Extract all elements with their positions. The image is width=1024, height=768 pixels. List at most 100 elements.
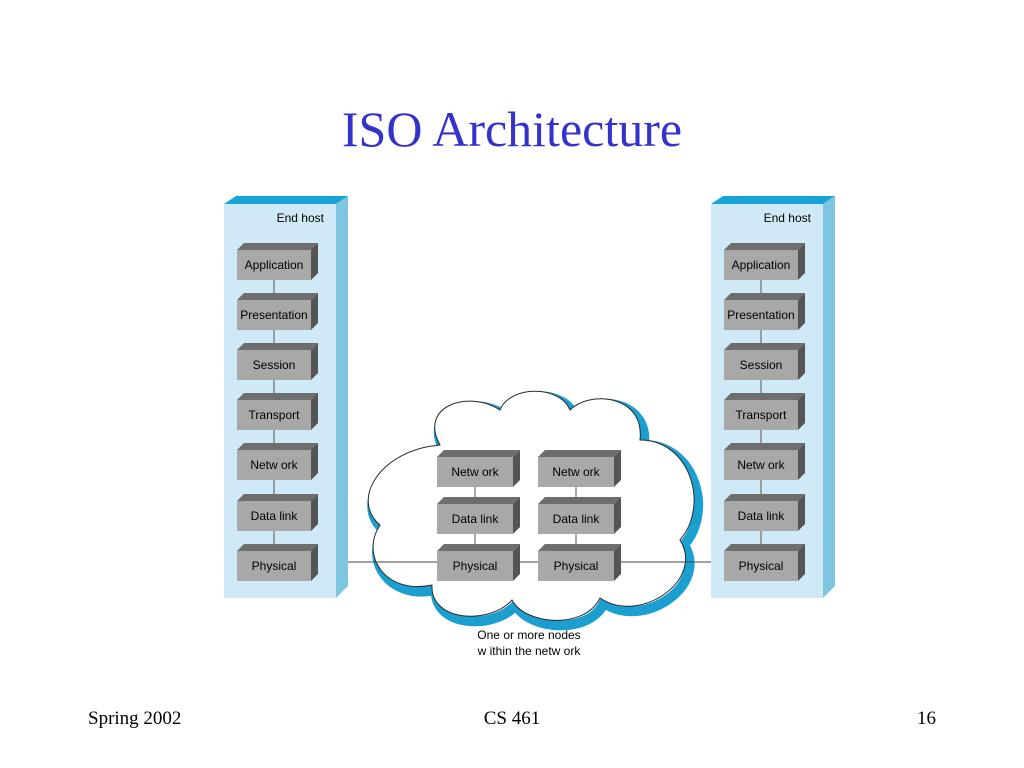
cloud-caption-line-2: w ithin the netw ork: [477, 644, 582, 658]
node-1-layer-data-link: Data link: [437, 497, 520, 534]
left-host-layer-physical: Physical: [237, 544, 318, 581]
slide-title: ISO Architecture: [341, 101, 683, 157]
node-2-layer-netw-ork-face: [538, 457, 614, 487]
right-host-layer-presentation-face: [724, 300, 798, 330]
left-host-layer-data-link-side: [311, 494, 318, 531]
node-1-layer-netw-ork: Netw ork: [437, 450, 520, 487]
right-host-layer-application-top: [724, 243, 805, 250]
right-host-layer-physical-top: [724, 544, 805, 551]
node-2-layer-physical-face: [538, 551, 614, 581]
right-host-layer-transport: Transport: [724, 393, 805, 430]
node-2-layer-netw-ork: Netw ork: [538, 450, 621, 487]
node-1-layer-physical-face: [437, 551, 513, 581]
node-1-layer-data-link-side: [513, 497, 520, 534]
right-host-layer-presentation-side: [798, 293, 805, 330]
left-host-layer-physical-face: [237, 551, 311, 581]
left-host-layer-netw-ork: Netw ork: [237, 443, 318, 480]
left-host-layer-transport-label: Transport: [249, 408, 301, 422]
node-2-layer-netw-ork-label: Netw ork: [552, 465, 600, 479]
right-host-layer-session-side: [798, 343, 805, 380]
left-host-layer-netw-ork-top: [237, 443, 318, 450]
right-host-layer-session-label: Session: [740, 358, 783, 372]
right-host-layer-session-face: [724, 350, 798, 380]
left-host-layer-session: Session: [237, 343, 318, 380]
left-host-layer-presentation-face: [237, 300, 311, 330]
node-1-layer-data-link-top: [437, 497, 520, 504]
left-host-layer-application-label: Application: [245, 258, 304, 272]
left-host-layer-presentation-side: [311, 293, 318, 330]
right-host-layer-physical: Physical: [724, 544, 805, 581]
right-host-layer-physical-face: [724, 551, 798, 581]
left-host-layer-presentation-label: Presentation: [240, 308, 307, 322]
left-host-layer-data-link-label: Data link: [251, 509, 299, 523]
node-1-layer-physical-top: [437, 544, 520, 551]
right-host-layer-presentation-label: Presentation: [727, 308, 794, 322]
right-host-layer-data-link-label: Data link: [738, 509, 786, 523]
right-host-layer-presentation-top: [724, 293, 805, 300]
left-host-layer-presentation-top: [237, 293, 318, 300]
left-host-layer-session-face: [237, 350, 311, 380]
node-1-layer-data-link-face: [437, 504, 513, 534]
right-host-layer-application-side: [798, 243, 805, 280]
right-host-layer-transport-top: [724, 393, 805, 400]
left-host-layer-session-label: Session: [253, 358, 296, 372]
left-host-layer-presentation: Presentation: [237, 293, 318, 330]
left-host-layer-application-face: [237, 250, 311, 280]
node-2-layer-data-link-side: [614, 497, 621, 534]
node-2-layer-data-link-top: [538, 497, 621, 504]
node-2-layer-data-link: Data link: [538, 497, 621, 534]
right-host-layer-application-label: Application: [732, 258, 791, 272]
right-host-layer-netw-ork-side: [798, 443, 805, 480]
right-host-layer-session: Session: [724, 343, 805, 380]
right-host-layer-netw-ork: Netw ork: [724, 443, 805, 480]
node-2-layer-physical-label: Physical: [554, 559, 599, 573]
footer-course: CS 461: [483, 708, 541, 729]
node-1-layer-physical-label: Physical: [453, 559, 498, 573]
left-host-layer-transport: Transport: [237, 393, 318, 430]
left-host-layer-session-side: [311, 343, 318, 380]
node-2-layer-physical-side: [614, 544, 621, 581]
node-1-layer-netw-ork-face: [437, 457, 513, 487]
node-2-layer-physical-top: [538, 544, 621, 551]
right-host-layer-presentation: Presentation: [724, 293, 805, 330]
left-host-layer-session-top: [237, 343, 318, 350]
left-host-layer-netw-ork-face: [237, 450, 311, 480]
left-host-layer-transport-top: [237, 393, 318, 400]
left-host-layer-physical-label: Physical: [252, 559, 297, 573]
left-host-layer-netw-ork-side: [311, 443, 318, 480]
node-2-layer-data-link-label: Data link: [553, 512, 601, 526]
node-1-layer-data-link-label: Data link: [452, 512, 500, 526]
node-2-layer-data-link-face: [538, 504, 614, 534]
node-1-layer-netw-ork-side: [513, 450, 520, 487]
node-2-layer-physical: Physical: [538, 544, 621, 581]
right-host-layer-transport-face: [724, 400, 798, 430]
node-1-layer-netw-ork-label: Netw ork: [451, 465, 499, 479]
right-host-layer-netw-ork-top: [724, 443, 805, 450]
node-1-layer-physical-side: [513, 544, 520, 581]
left-host-layer-netw-ork-label: Netw ork: [250, 458, 298, 472]
left-host-layer-physical-side: [311, 544, 318, 581]
left-host-layer-transport-face: [237, 400, 311, 430]
footer-date: Spring 2002: [88, 708, 182, 729]
right-host-label: End host: [764, 211, 812, 225]
right-host-layer-transport-side: [798, 393, 805, 430]
node-2-layer-netw-ork-side: [614, 450, 621, 487]
left-host-layer-application: Application: [237, 243, 318, 280]
footer-page-number: 16: [917, 708, 936, 729]
right-host-layer-data-link-face: [724, 501, 798, 531]
right-host-layer-physical-label: Physical: [739, 559, 784, 573]
node-1-layer-netw-ork-top: [437, 450, 520, 457]
left-host-layer-data-link-top: [237, 494, 318, 501]
right-host-layer-data-link-top: [724, 494, 805, 501]
right-host-layer-application: Application: [724, 243, 805, 280]
right-host-layer-session-top: [724, 343, 805, 350]
node-2-layer-netw-ork-top: [538, 450, 621, 457]
right-host-layer-physical-side: [798, 544, 805, 581]
right-host-layer-data-link-side: [798, 494, 805, 531]
left-host-layer-physical-top: [237, 544, 318, 551]
left-host-panel-top: [224, 196, 348, 204]
left-host-layer-data-link-face: [237, 501, 311, 531]
left-host-label: End host: [277, 211, 325, 225]
